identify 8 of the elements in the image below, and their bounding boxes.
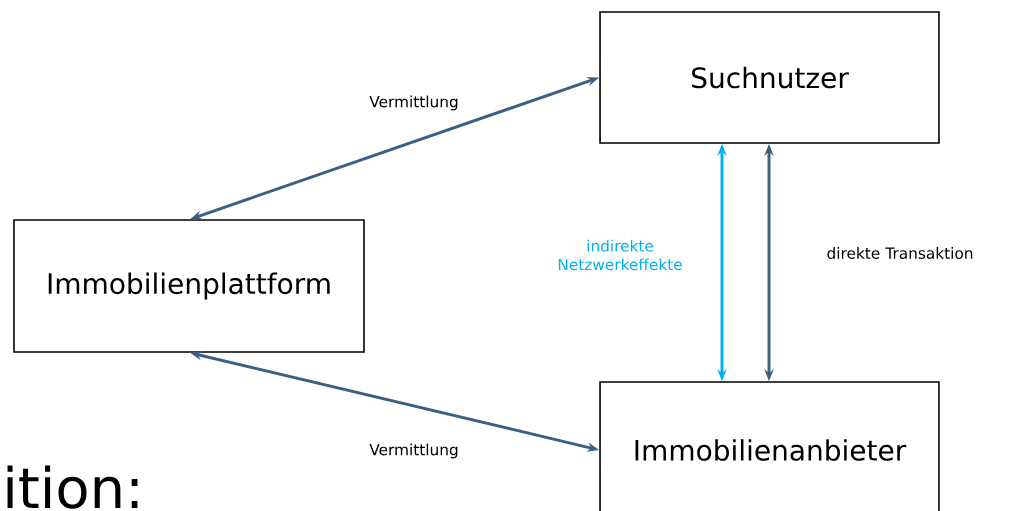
edge-label: Vermittlung bbox=[369, 95, 458, 111]
edge-label: direkte Transaktion bbox=[827, 247, 973, 259]
edge-label: indirekte Netzwerkeffekte bbox=[558, 239, 682, 271]
process-box: Immobilienanbieter bbox=[599, 381, 940, 511]
process-box: Suchnutzer bbox=[599, 11, 940, 144]
process-box: Immobilienplattform bbox=[13, 219, 365, 353]
edge-label: Vermittlung bbox=[369, 443, 458, 459]
heading-text: ition: bbox=[7, 465, 138, 509]
